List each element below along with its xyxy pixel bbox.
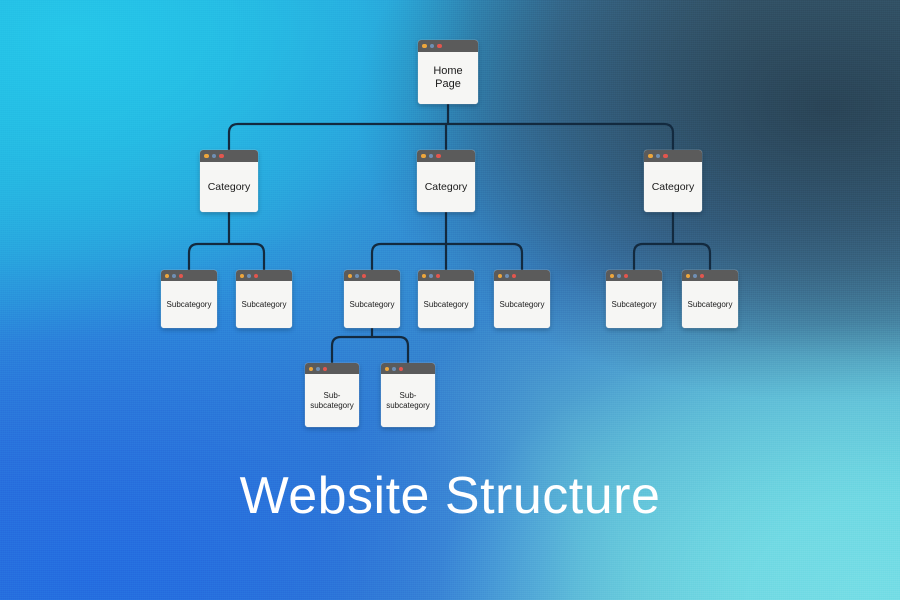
- window-titlebar: [381, 363, 435, 374]
- window-titlebar: [606, 270, 662, 281]
- close-dot-icon: [421, 153, 426, 159]
- tree-node-label: Sub- subcategory: [381, 374, 435, 427]
- tree-node-cat3[interactable]: Category: [644, 150, 702, 212]
- tree-node-sub2[interactable]: Subcategory: [236, 270, 292, 328]
- tree-node-label: Category: [644, 162, 702, 212]
- minimize-dot-icon: [692, 273, 697, 278]
- maximize-dot-icon: [398, 366, 403, 371]
- tree-node-label: Home Page: [418, 52, 478, 104]
- maximize-dot-icon: [361, 273, 366, 278]
- tree-node-ssub2[interactable]: Sub- subcategory: [381, 363, 435, 427]
- connector-bus-sub3: [330, 335, 410, 365]
- close-dot-icon: [497, 273, 502, 278]
- close-dot-icon: [421, 273, 426, 278]
- close-dot-icon: [164, 273, 169, 278]
- close-dot-icon: [308, 366, 313, 371]
- close-dot-icon: [648, 153, 653, 159]
- minimize-dot-icon: [428, 153, 433, 159]
- maximize-dot-icon: [511, 273, 516, 278]
- tree-node-cat1[interactable]: Category: [200, 150, 258, 212]
- close-dot-icon: [347, 273, 352, 278]
- window-titlebar: [236, 270, 292, 281]
- minimize-dot-icon: [246, 273, 251, 278]
- tree-node-label: Subcategory: [161, 281, 217, 328]
- page-title: Website Structure: [239, 467, 661, 525]
- close-dot-icon: [609, 273, 614, 278]
- minimize-dot-icon: [429, 43, 434, 49]
- tree-node-cat2[interactable]: Category: [417, 150, 475, 212]
- close-dot-icon: [685, 273, 690, 278]
- tree-node-sub3[interactable]: Subcategory: [344, 270, 400, 328]
- tree-node-label: Category: [200, 162, 258, 212]
- window-titlebar: [200, 150, 258, 162]
- minimize-dot-icon: [391, 366, 396, 371]
- maximize-dot-icon: [435, 273, 440, 278]
- tree-node-label: Subcategory: [682, 281, 738, 328]
- tree-node-label: Category: [417, 162, 475, 212]
- minimize-dot-icon: [211, 153, 216, 159]
- maximize-dot-icon: [623, 273, 628, 278]
- maximize-dot-icon: [436, 153, 441, 159]
- tree-node-label: Sub- subcategory: [305, 374, 359, 427]
- tree-node-sub4[interactable]: Subcategory: [418, 270, 474, 328]
- window-titlebar: [494, 270, 550, 281]
- window-titlebar: [161, 270, 217, 281]
- minimize-dot-icon: [428, 273, 433, 278]
- maximize-dot-icon: [699, 273, 704, 278]
- close-dot-icon: [239, 273, 244, 278]
- close-dot-icon: [384, 366, 389, 371]
- tree-node-sub6[interactable]: Subcategory: [606, 270, 662, 328]
- tree-node-label: Subcategory: [606, 281, 662, 328]
- minimize-dot-icon: [354, 273, 359, 278]
- connector-bus-cat3: [632, 242, 712, 272]
- minimize-dot-icon: [616, 273, 621, 278]
- window-titlebar: [418, 270, 474, 281]
- maximize-dot-icon: [437, 43, 442, 49]
- minimize-dot-icon: [655, 153, 660, 159]
- window-titlebar: [682, 270, 738, 281]
- maximize-dot-icon: [178, 273, 183, 278]
- connector-bus-cat1: [187, 242, 266, 272]
- close-dot-icon: [422, 43, 427, 49]
- window-titlebar: [644, 150, 702, 162]
- window-titlebar: [418, 40, 478, 52]
- maximize-dot-icon: [219, 153, 224, 159]
- minimize-dot-icon: [315, 366, 320, 371]
- maximize-dot-icon: [322, 366, 327, 371]
- tree-node-home[interactable]: Home Page: [418, 40, 478, 104]
- minimize-dot-icon: [171, 273, 176, 278]
- maximize-dot-icon: [253, 273, 258, 278]
- tree-node-sub7[interactable]: Subcategory: [682, 270, 738, 328]
- tree-node-sub1[interactable]: Subcategory: [161, 270, 217, 328]
- tree-node-label: Subcategory: [494, 281, 550, 328]
- window-titlebar: [344, 270, 400, 281]
- connector-bus-home: [227, 122, 675, 152]
- window-titlebar: [305, 363, 359, 374]
- minimize-dot-icon: [504, 273, 509, 278]
- close-dot-icon: [204, 153, 209, 159]
- tree-node-sub5[interactable]: Subcategory: [494, 270, 550, 328]
- tree-node-label: Subcategory: [344, 281, 400, 328]
- tree-node-ssub1[interactable]: Sub- subcategory: [305, 363, 359, 427]
- window-titlebar: [417, 150, 475, 162]
- maximize-dot-icon: [663, 153, 668, 159]
- tree-node-label: Subcategory: [418, 281, 474, 328]
- tree-node-label: Subcategory: [236, 281, 292, 328]
